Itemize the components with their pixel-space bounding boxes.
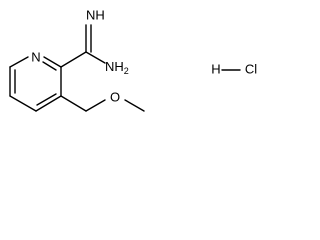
bond-o-ch3 bbox=[124, 99, 145, 112]
hcl-cl-label: Cl bbox=[245, 61, 257, 76]
bond-n1-c6 bbox=[9, 56, 29, 68]
bond-c2-n1 bbox=[43, 56, 62, 68]
bond-c5-c4 bbox=[9, 95, 37, 112]
bond-camidine-nh2 bbox=[85, 51, 106, 64]
methoxymethyl-group bbox=[60, 95, 145, 112]
ether-o-label: O bbox=[110, 89, 120, 104]
pyridine-ring bbox=[9, 56, 62, 112]
amidine-group bbox=[60, 24, 106, 68]
bond-c3-ch2 bbox=[60, 95, 87, 112]
bond-c4-c3 bbox=[35, 95, 62, 112]
pyridine-n-label: N bbox=[31, 49, 40, 64]
bond-ch2-o bbox=[85, 99, 106, 112]
chemical-structure: N NH NH2 O H Cl bbox=[9, 7, 257, 112]
amine-nh2-label: NH2 bbox=[105, 59, 129, 76]
bond-c2-camidine bbox=[60, 51, 87, 68]
imine-nh-label: NH bbox=[86, 7, 105, 22]
bond-c2-n1-double bbox=[42, 61, 57, 71]
bond-c4-c3-double bbox=[36, 93, 57, 106]
hcl-h-label: H bbox=[211, 61, 220, 76]
